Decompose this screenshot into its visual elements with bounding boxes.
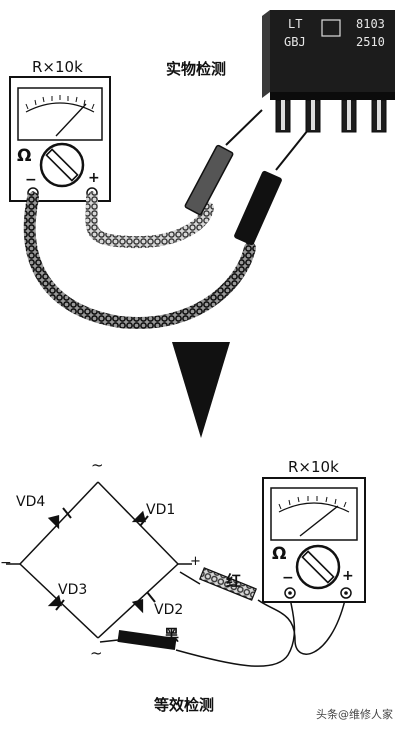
dc-minus-symbol: − [0, 555, 12, 571]
bottom-plus-sign: + [342, 568, 354, 584]
top-meter-range: R×10k [32, 58, 83, 76]
ac-bottom-symbol: ~ [90, 644, 103, 662]
chip-marking-2510: 2510 [356, 35, 385, 49]
bottom-title: 等效检测 [154, 696, 215, 714]
diode-vd3 [47, 594, 65, 611]
label-vd3: VD3 [58, 582, 88, 598]
black-probe-label: 黑 [164, 626, 180, 644]
bottom-multimeter [262, 477, 366, 603]
diode-vd4 [47, 507, 72, 530]
top-title: 实物检测 [166, 60, 227, 78]
bottom-minus-sign: − [282, 570, 294, 586]
ac-top-symbol: ~ [91, 456, 104, 474]
bottom-ohm-symbol: Ω [272, 544, 287, 564]
top-meter-needle [55, 103, 87, 137]
bottom-meter-dial [270, 487, 358, 541]
diode-vd2 [131, 591, 156, 614]
label-vd1: VD1 [146, 502, 176, 518]
bottom-meter-range: R×10k [288, 458, 339, 476]
top-minus-sign: − [25, 172, 37, 188]
label-vd2: VD2 [154, 602, 184, 618]
watermark: 头条@维修人家 [316, 708, 393, 721]
chip-marking-gbj: GBJ [284, 35, 306, 49]
top-red-lead [85, 192, 214, 249]
red-probe-label: 红 [226, 572, 242, 590]
top-ohm-symbol: Ω [17, 146, 32, 166]
bottom-black-probe [99, 597, 296, 667]
chip-marking-lt: LT [288, 17, 303, 31]
down-arrow [172, 342, 230, 438]
bottom-red-probe [179, 567, 346, 655]
bottom-meter-needle [299, 505, 339, 537]
chip-marking-8103: 8103 [356, 17, 385, 31]
bridge-rectifier-chip [262, 10, 395, 133]
top-plus-sign: + [88, 170, 100, 186]
diode-vd1 [131, 510, 149, 527]
label-vd4: VD4 [16, 494, 46, 510]
top-black-lead [23, 192, 256, 329]
top-black-probe [234, 129, 309, 246]
dc-plus-symbol: + [190, 554, 201, 569]
top-red-probe [184, 109, 263, 216]
top-multimeter [9, 76, 111, 202]
